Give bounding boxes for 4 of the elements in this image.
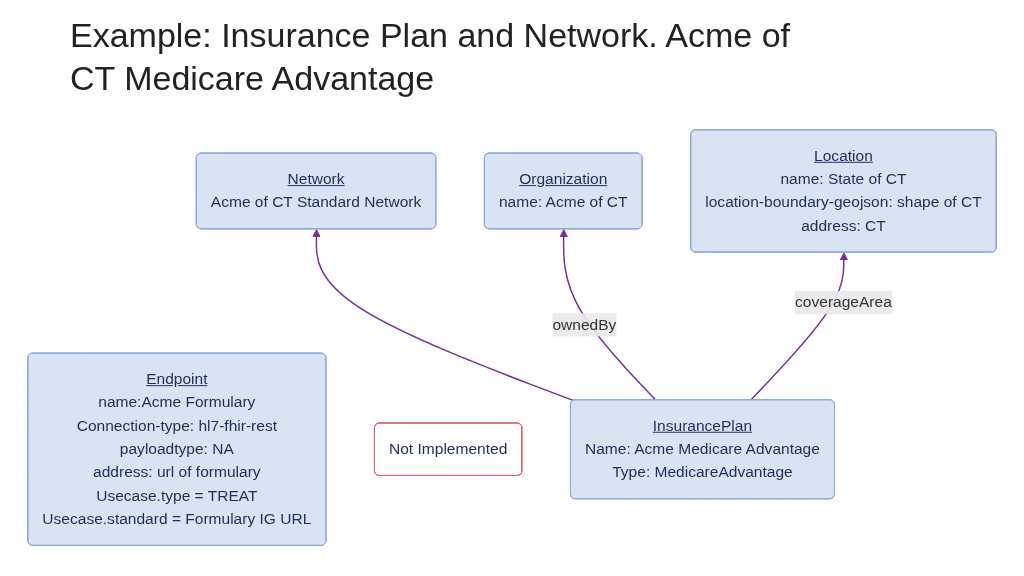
- title: Example: Insurance Plan and Network. Acme of CT Medicare Advantage: [70, 15, 792, 99]
- arrow: [312, 229, 575, 402]
- edge-label: coverageArea: [795, 294, 892, 311]
- edge-label: ownedBy: [552, 316, 617, 334]
